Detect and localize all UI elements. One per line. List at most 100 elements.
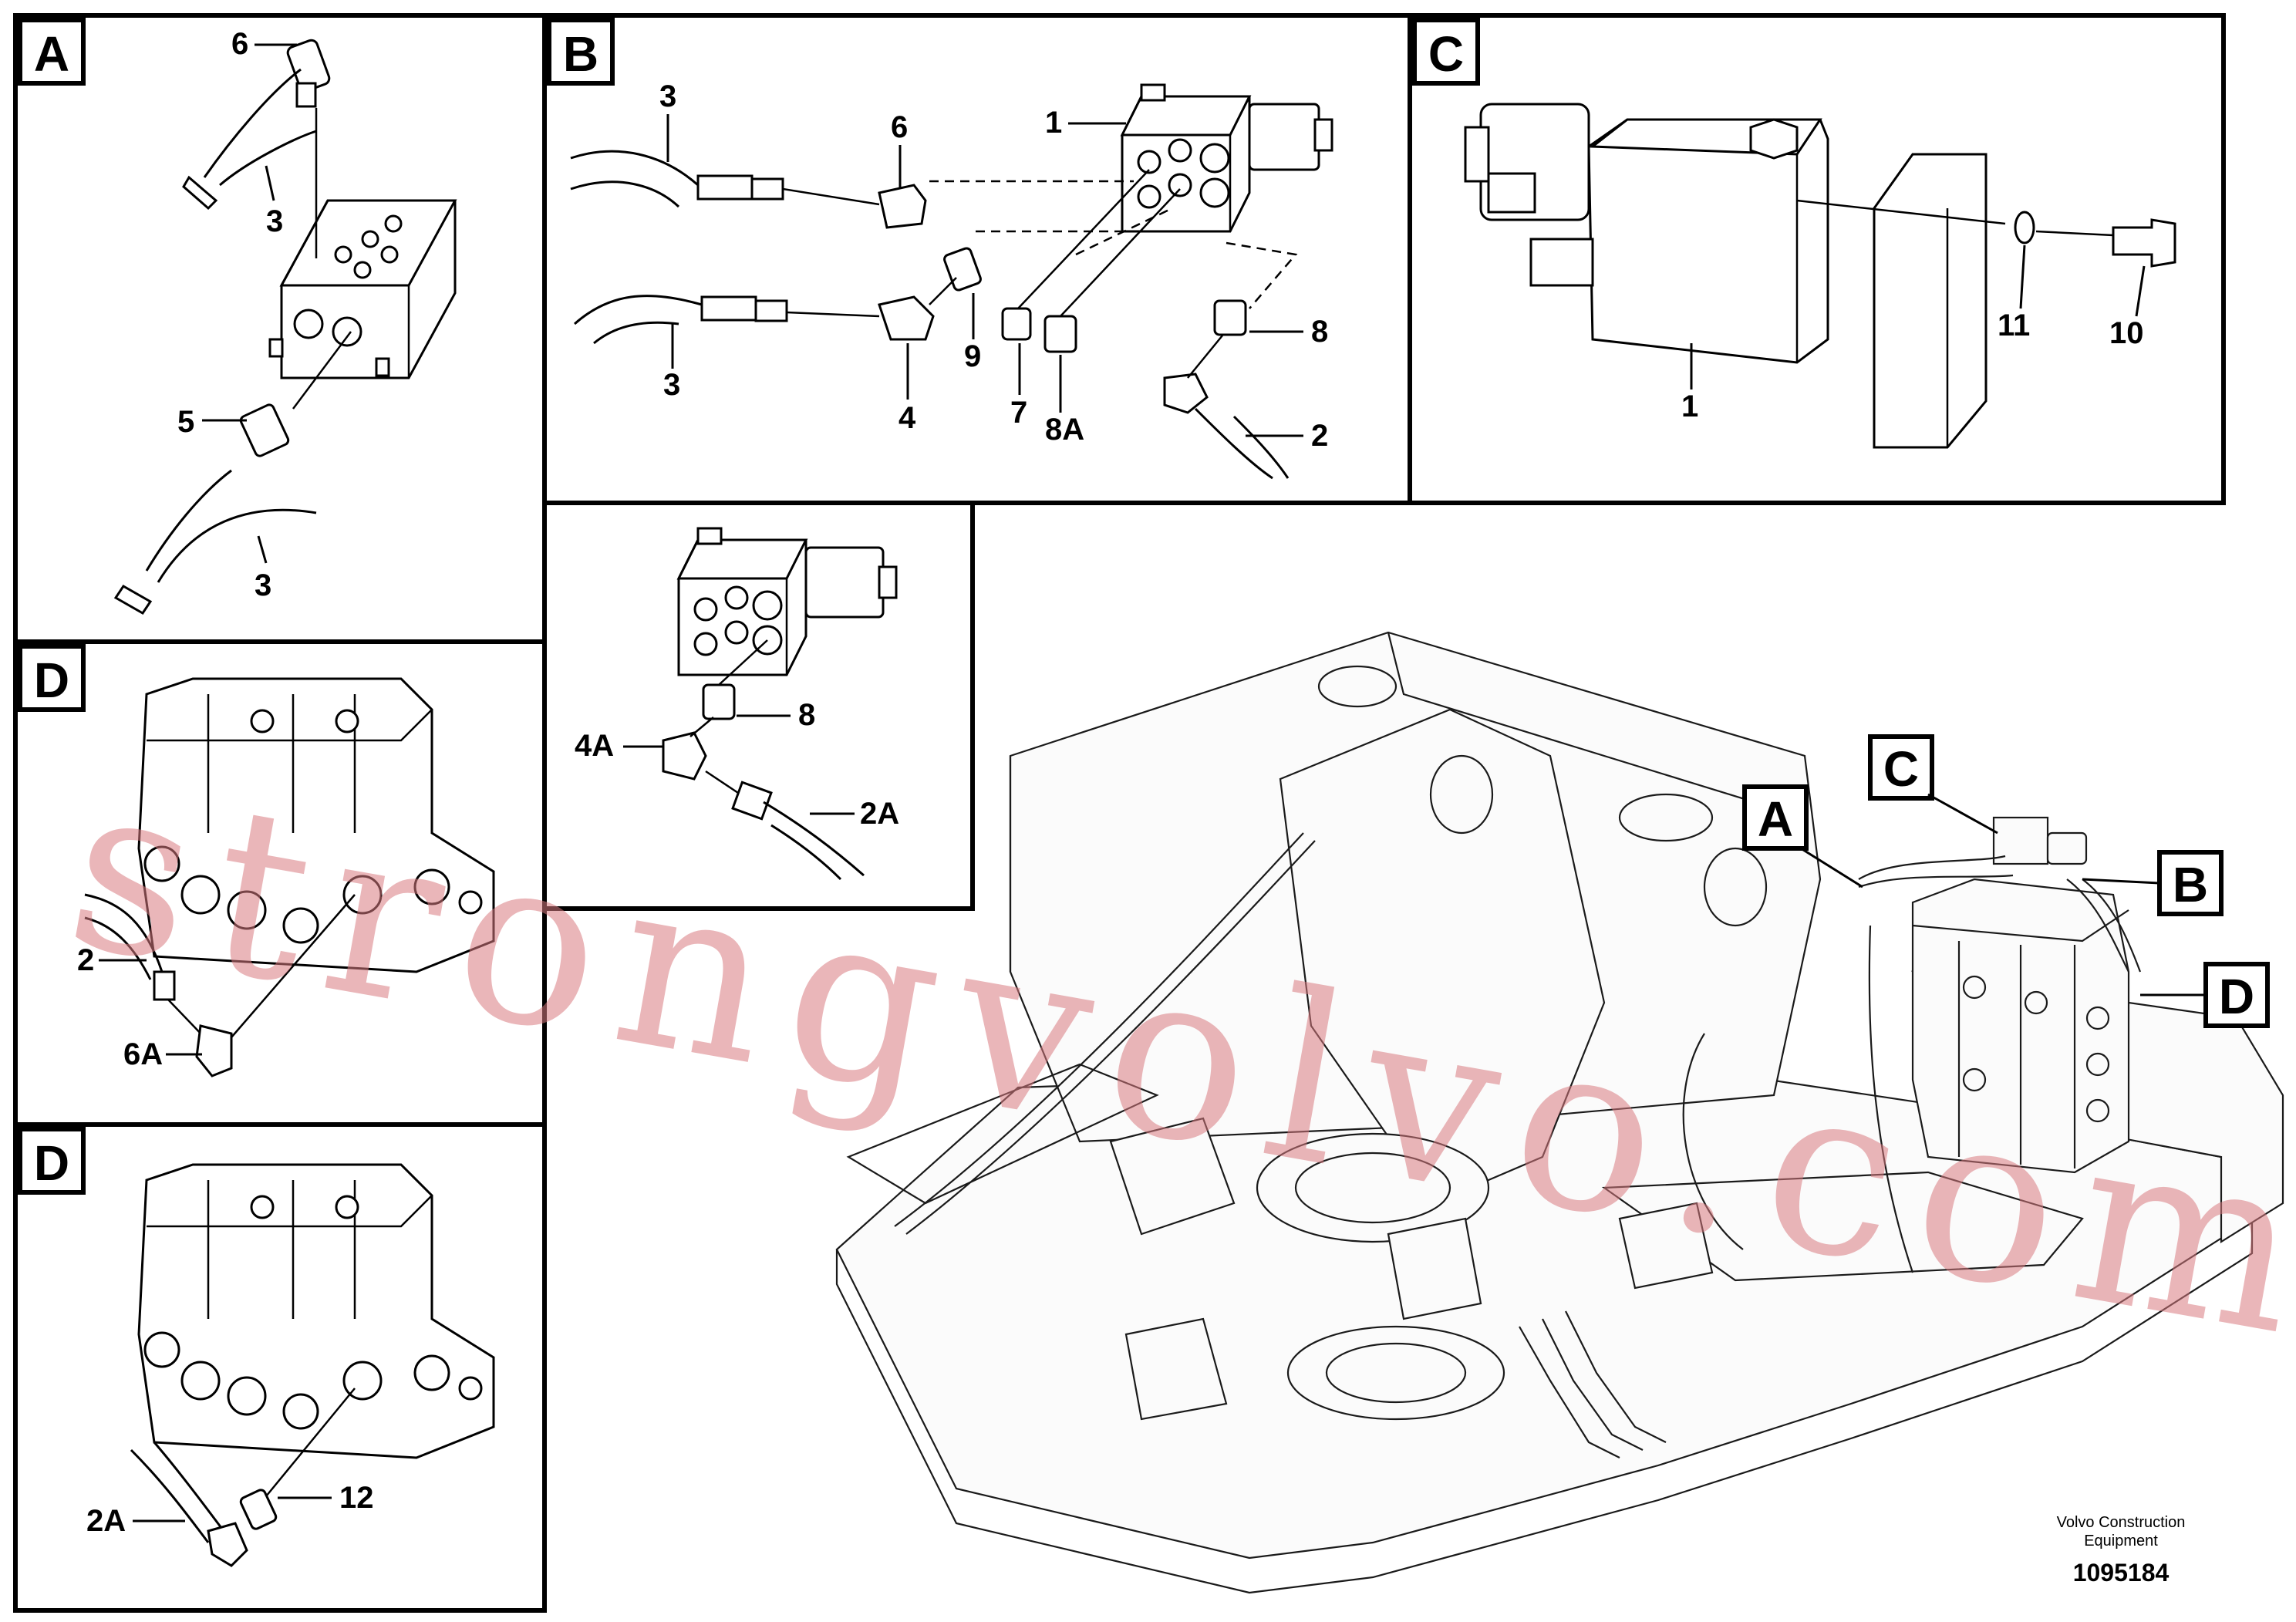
panel-c-tag-box: [1412, 18, 1480, 86]
fitting-8-variant: [702, 683, 736, 720]
elbow-fitting-6a: [195, 1024, 233, 1077]
callout-b-8: 8: [1311, 315, 1328, 349]
callout-c-10: 10: [2109, 316, 2144, 350]
panel-b: B: [542, 13, 1412, 505]
valve-block: [268, 199, 457, 379]
callout-b-3-upper: 3: [659, 79, 676, 113]
callout-b2-2a: 2A: [860, 797, 899, 831]
fitting-8: [1213, 299, 1247, 336]
callout-b-6: 6: [891, 110, 908, 144]
hose-d1-2-nut: [153, 970, 176, 1001]
panel-a-tag-box: [18, 18, 86, 86]
hose-end-top: [182, 175, 218, 211]
overview-tag-b-box: [2157, 850, 2224, 916]
callout-b2-8: 8: [798, 698, 815, 732]
panel-d2: D 2A 12: [13, 1122, 547, 1613]
callout-a-3-upper: 3: [266, 204, 283, 238]
hose-d2-2a-outer: [153, 1442, 225, 1532]
main-control-valve: [1911, 878, 2130, 1174]
elbow-fitting-2: [1163, 373, 1209, 414]
panel-b-tag-box: [547, 18, 615, 86]
elbow-fitting-4a: [662, 731, 707, 781]
callout-c-1: 1: [1681, 389, 1698, 423]
elbow-fitting-4: [878, 295, 935, 341]
solenoid-coil-overview: [2046, 831, 2088, 865]
overview-tag-c-box: [1868, 734, 1934, 801]
overview-tag-b: B: [2173, 857, 2208, 912]
hose-b-2: [1194, 407, 1273, 480]
boom-pin-boss-2: [1703, 847, 1768, 927]
hydraulic-line-1: [894, 832, 1304, 1227]
panel-c: C 1 11 10: [1408, 13, 2226, 505]
control-valve-d1: [137, 677, 495, 973]
callout-b-4: 4: [899, 401, 916, 435]
pilot-hose-4: [2082, 878, 2142, 973]
callout-b-3-lower: 3: [663, 368, 680, 402]
hose-bottom-outer: [157, 508, 317, 583]
guide-line-3: [1075, 207, 1173, 256]
hose-d1-2-outer: [84, 916, 152, 980]
guide-line-2: [976, 230, 1298, 309]
callout-d1-2: 2: [77, 943, 94, 977]
hose-b-3-lower: [574, 295, 772, 325]
left-rail: [846, 1063, 1159, 1205]
panel-d1-tag: D: [34, 653, 69, 708]
callout-a-3-lower: 3: [255, 568, 271, 602]
callout-b-1: 1: [1045, 106, 1062, 140]
pilot-hose-3: [2066, 878, 2129, 973]
solenoid-valve-c: [1464, 103, 1829, 364]
mounting-plate: [1873, 153, 1988, 449]
swivel-ring-inner: [1325, 1342, 1467, 1404]
bracket-3: [1124, 1317, 1228, 1421]
overview-tag-d-box: [2203, 962, 2270, 1028]
fitting-8a: [1043, 315, 1077, 353]
bracket-4: [1618, 1202, 1714, 1290]
panel-d2-frame: [13, 1122, 547, 1613]
hose-b-3-lower-nut: [754, 299, 788, 322]
elbow-fitting-6: [878, 184, 927, 229]
straight-fitting: [239, 331, 352, 457]
bracket-1: [1109, 1117, 1236, 1236]
overview-tag-d: D: [2219, 969, 2254, 1024]
hydraulic-line-2: [905, 840, 1316, 1235]
overview-tag-a-box: [1742, 784, 1809, 851]
hose-b-3-upper-ferrule: [696, 174, 754, 201]
hydraulic-line-7: [1682, 1033, 1744, 1250]
fitting-12: [239, 1489, 278, 1530]
callout-c-11: 11: [1998, 309, 2030, 342]
panel-c-tag: C: [1428, 26, 1464, 82]
hose-b-3-upper-nut: [750, 177, 784, 201]
callout-d2-12: 12: [339, 1481, 374, 1515]
fitting-7: [1001, 307, 1032, 341]
frame-hole-1: [1317, 665, 1397, 708]
control-valve-d2: [137, 1163, 495, 1459]
swing-bearing-inner: [1294, 1152, 1451, 1224]
callout-b-2: 2: [1311, 419, 1328, 453]
panel-d1-tag-box: [18, 644, 86, 712]
hose-top: [203, 68, 302, 178]
footer-company-line1: Volvo Construction: [2057, 1514, 2186, 1531]
elbow-fitting-2a: [207, 1522, 248, 1567]
callout-a-5: 5: [177, 405, 194, 439]
solenoid-valve: [1120, 83, 1333, 233]
hydraulic-line-4: [1542, 1318, 1644, 1451]
panel-d2-tag-box: [18, 1127, 86, 1195]
bracket-2: [1387, 1217, 1482, 1320]
elbow-fitting-top: [286, 39, 331, 258]
hose-end-bottom: [113, 585, 153, 615]
callout-b-8a: 8A: [1045, 413, 1084, 447]
footer-doc-number: 1095184: [2073, 1559, 2170, 1587]
panel-a: A: [13, 13, 547, 644]
overview-tag-c: C: [1883, 741, 1919, 797]
hydraulic-line-3: [1519, 1326, 1620, 1458]
overview-tag-a: A: [1758, 791, 1793, 847]
callout-a-6: 6: [231, 27, 248, 61]
axis-line-c: [1796, 199, 2006, 225]
washer-11: [2014, 211, 2035, 244]
hose-top-outer: [219, 130, 317, 187]
frame-hole-2: [1618, 793, 1714, 842]
machine-frame-overview: A C B D: [835, 631, 2284, 1594]
hose-d2-2a: [130, 1448, 210, 1543]
panel-c-frame: [1408, 13, 2226, 505]
callout-d1-6a: 6A: [123, 1037, 163, 1071]
